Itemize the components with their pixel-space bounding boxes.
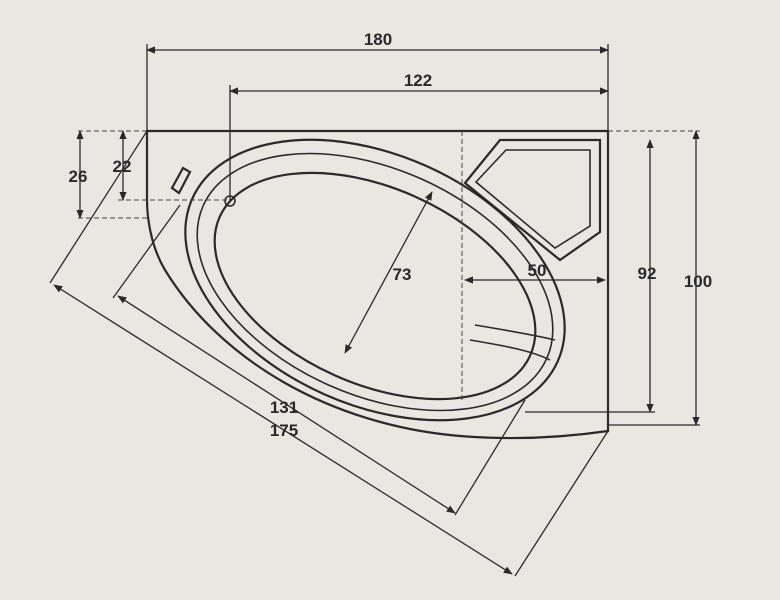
- tub-outer-outline: [145, 129, 610, 440]
- corner-seat-inner: [474, 149, 591, 249]
- ext-131-left: [112, 204, 181, 299]
- basin-rim-middle: [196, 152, 554, 412]
- ext-175-left: [49, 130, 148, 284]
- label-122: 122: [404, 71, 432, 90]
- label-175: 175: [270, 421, 298, 440]
- label-26: 26: [69, 167, 88, 186]
- basin-rim-inner: [213, 171, 537, 401]
- label-22: 22: [113, 157, 132, 176]
- label-50: 50: [528, 261, 547, 280]
- label-100: 100: [684, 272, 712, 291]
- armrest-groove-2: [474, 324, 556, 341]
- label-73: 73: [393, 265, 412, 284]
- ext-175-right: [514, 430, 609, 577]
- corner-seat-outer: [463, 138, 602, 262]
- handle-detail: [170, 166, 192, 195]
- dim-line-73: [344, 191, 433, 354]
- dim-line-175: [53, 284, 513, 575]
- armrest-groove-1: [469, 339, 551, 361]
- label-180: 180: [364, 30, 392, 49]
- label-131: 131: [270, 398, 298, 417]
- label-92: 92: [638, 264, 657, 283]
- ext-131-right: [454, 399, 526, 516]
